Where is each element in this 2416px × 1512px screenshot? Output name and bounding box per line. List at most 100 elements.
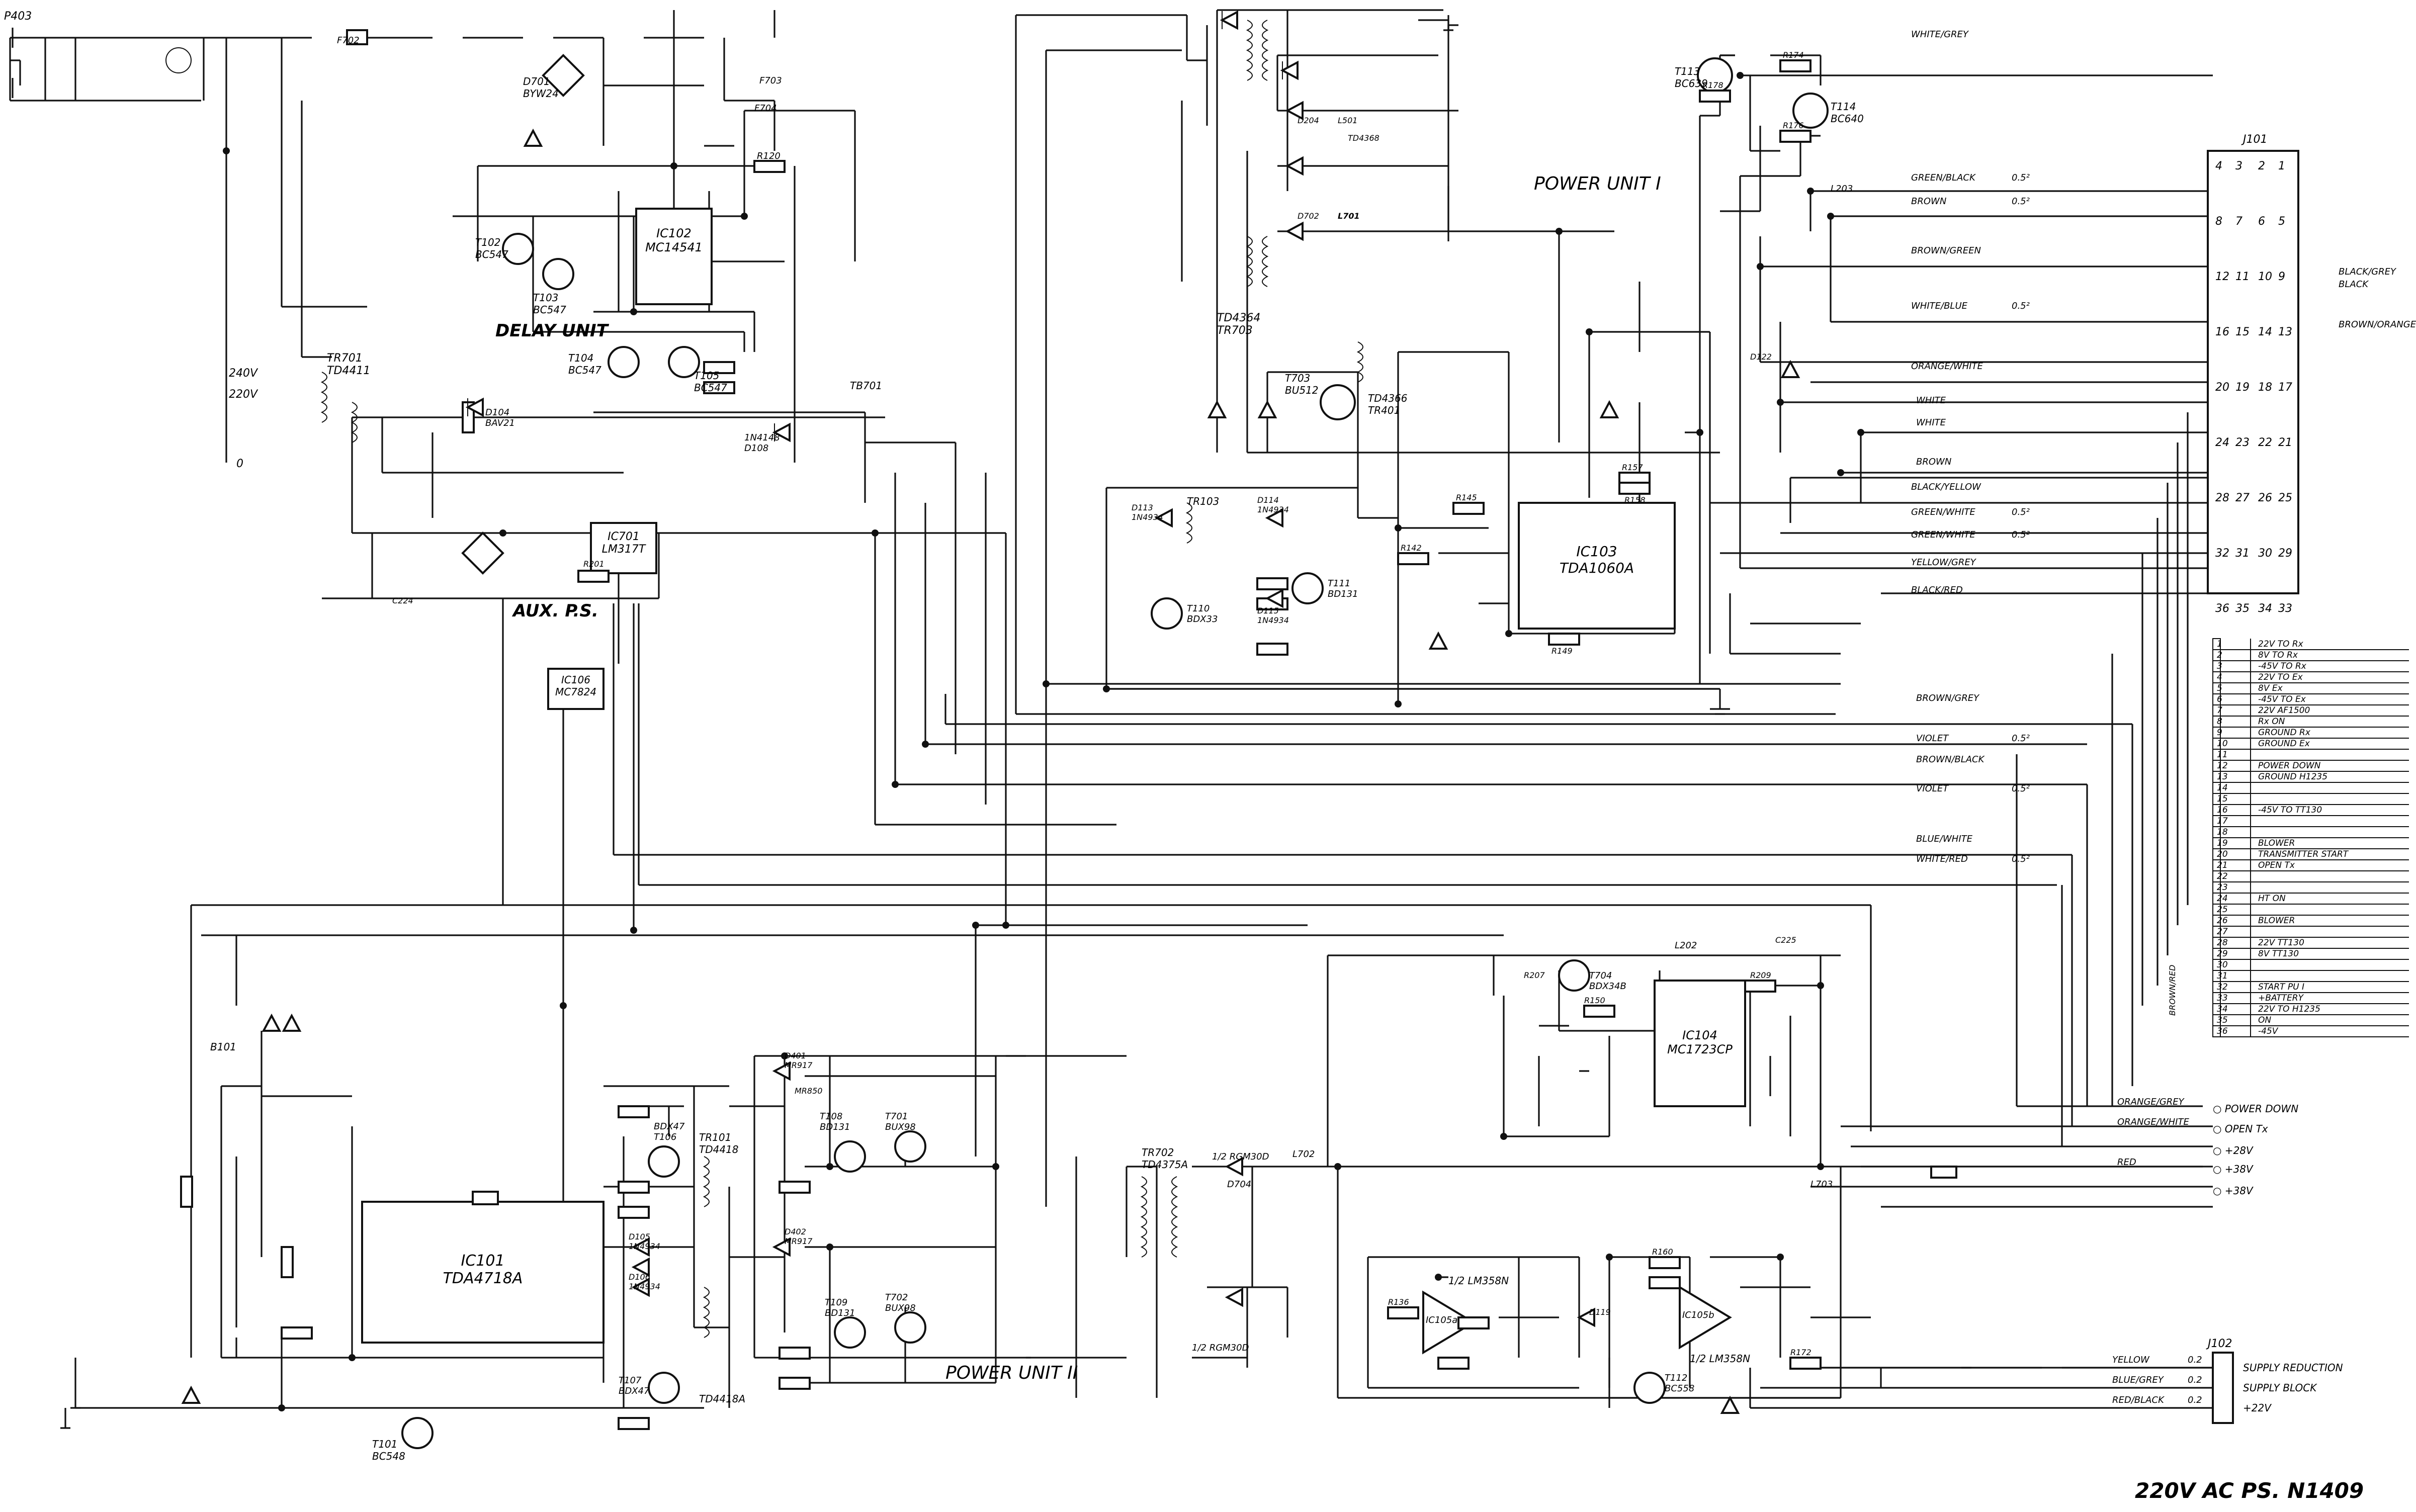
j101-ref: J101 xyxy=(2243,133,2268,146)
pin-function: -45V xyxy=(2258,1026,2278,1036)
pin-number: 34 xyxy=(2217,1004,2228,1014)
j101-pin-29: 29 xyxy=(2278,547,2292,560)
j101-pin-31: 31 xyxy=(2235,547,2250,560)
label-l701: L701 xyxy=(1338,211,1360,221)
j101-pin-17: 17 xyxy=(2278,381,2292,394)
pin-number: 14 xyxy=(2217,783,2228,793)
pin-function: -45V TO Rx xyxy=(2258,661,2306,671)
section-delay-unit: DELAY UNIT xyxy=(495,321,608,341)
j101-pin-18: 18 xyxy=(2258,381,2272,394)
pin-function: 8V TT130 xyxy=(2258,949,2299,959)
pin-function: -45V TO Ex xyxy=(2258,694,2306,704)
lm358n-a-label: 1/2 LM358N xyxy=(1448,1275,1509,1287)
right-label-black-grey: BLACK/GREY xyxy=(2339,266,2396,277)
label-l702: L702 xyxy=(1292,1149,1315,1160)
j101-pin-10: 10 xyxy=(2258,271,2272,283)
output-terminal: ○ +28V xyxy=(2213,1144,2253,1157)
t702-symbol xyxy=(894,1311,926,1344)
j101-pin-14: 14 xyxy=(2258,326,2272,338)
pin-function: 22V TO Rx xyxy=(2258,639,2303,649)
d701-bridge xyxy=(542,54,585,97)
j101-pin-23: 23 xyxy=(2235,436,2250,449)
t703-symbol xyxy=(1320,384,1356,420)
output-terminal: ○ +38V xyxy=(2213,1163,2253,1175)
pin-function: 22V TT130 xyxy=(2258,938,2304,948)
label-r174: R174 xyxy=(1783,50,1804,60)
pin-number: 7 xyxy=(2217,705,2222,716)
wire-label: BLUE/WHITE xyxy=(1916,834,1972,844)
pin-number: 35 xyxy=(2217,1015,2228,1025)
pin-number: 9 xyxy=(2217,728,2222,738)
j102-ref: J102 xyxy=(2208,1338,2232,1350)
pin-number: 26 xyxy=(2217,916,2228,926)
pin-number: 19 xyxy=(2217,838,2228,848)
wire-gauge: 0.5² xyxy=(2012,854,2030,864)
wire-label: WHITE xyxy=(1916,395,1946,406)
wire-label: BLACK/RED xyxy=(1911,585,1963,595)
pin-number: 1 xyxy=(2217,639,2222,649)
pin-function: Rx ON xyxy=(2258,717,2285,727)
j102-wire-gauge: 0.2 xyxy=(2188,1395,2202,1405)
j101-pin-24: 24 xyxy=(2215,436,2229,449)
diode-symbols xyxy=(181,10,1800,1414)
junction-dots xyxy=(223,72,1864,1411)
j101-pin-15: 15 xyxy=(2235,326,2250,338)
j101-pin-8: 8 xyxy=(2215,215,2222,228)
resistor-symbols xyxy=(180,29,1957,1430)
pin-function: START PU I xyxy=(2258,982,2304,992)
label-l703: L703 xyxy=(1810,1179,1833,1190)
ic103-box xyxy=(1518,502,1676,630)
pin-number: 4 xyxy=(2217,672,2222,682)
j101-pin-3: 3 xyxy=(2235,160,2242,172)
label-td4368: TD4368 xyxy=(1348,133,1379,143)
output-wire-colour: ORANGE/WHITE xyxy=(2117,1117,2189,1127)
j101-pin-19: 19 xyxy=(2235,381,2250,394)
wire-label: WHITE xyxy=(1916,417,1946,428)
t107-symbol xyxy=(648,1372,680,1404)
label-l202: L202 xyxy=(1675,940,1697,951)
pin-number: 36 xyxy=(2217,1026,2228,1036)
output-wire-colour: ORANGE/GREY xyxy=(2117,1097,2184,1107)
tr102-label: TD4418A xyxy=(699,1393,746,1405)
pin-function: +BATTERY xyxy=(2258,993,2304,1003)
ic105b-symbol xyxy=(1679,1285,1732,1350)
wire-gauge: 0.5² xyxy=(2012,733,2030,744)
output-terminal: ○ OPEN Tx xyxy=(2213,1123,2268,1135)
pin-function: 8V Ex xyxy=(2258,683,2283,693)
wire-label: BLACK/YELLOW xyxy=(1911,482,1981,492)
transformer-coils xyxy=(165,20,1363,1338)
t701-symbol xyxy=(894,1130,926,1163)
wire-gauge: 0.5² xyxy=(2012,172,2030,183)
ic106-box xyxy=(547,668,605,710)
pin-function: BLOWER xyxy=(2258,916,2295,926)
ic105a-label: IC105a xyxy=(1426,1315,1458,1325)
j101-pin-33: 33 xyxy=(2278,602,2292,615)
ground-symbols xyxy=(9,15,1730,1429)
pin-function: 22V TO H1235 xyxy=(2258,1004,2320,1014)
wire-label: GREEN/WHITE xyxy=(1911,507,1975,517)
pin-function: POWER DOWN xyxy=(2258,761,2321,771)
pin-number: 27 xyxy=(2217,927,2228,937)
pin-number: 18 xyxy=(2217,827,2228,837)
pin-number: 3 xyxy=(2217,661,2222,671)
j101-pin-16: 16 xyxy=(2215,326,2229,338)
j102-wire-gauge: 0.2 xyxy=(2188,1375,2202,1385)
pin-number: 32 xyxy=(2217,982,2228,992)
pin-number: 10 xyxy=(2217,739,2228,749)
label-c224: C224 xyxy=(392,596,413,605)
right-label-black: BLACK xyxy=(2339,279,2369,290)
label-rgm-top: 1/2 RGM30D xyxy=(1212,1151,1269,1162)
pin-function: -45V TO TT130 xyxy=(2258,805,2322,815)
j101-pin-5: 5 xyxy=(2278,215,2285,228)
